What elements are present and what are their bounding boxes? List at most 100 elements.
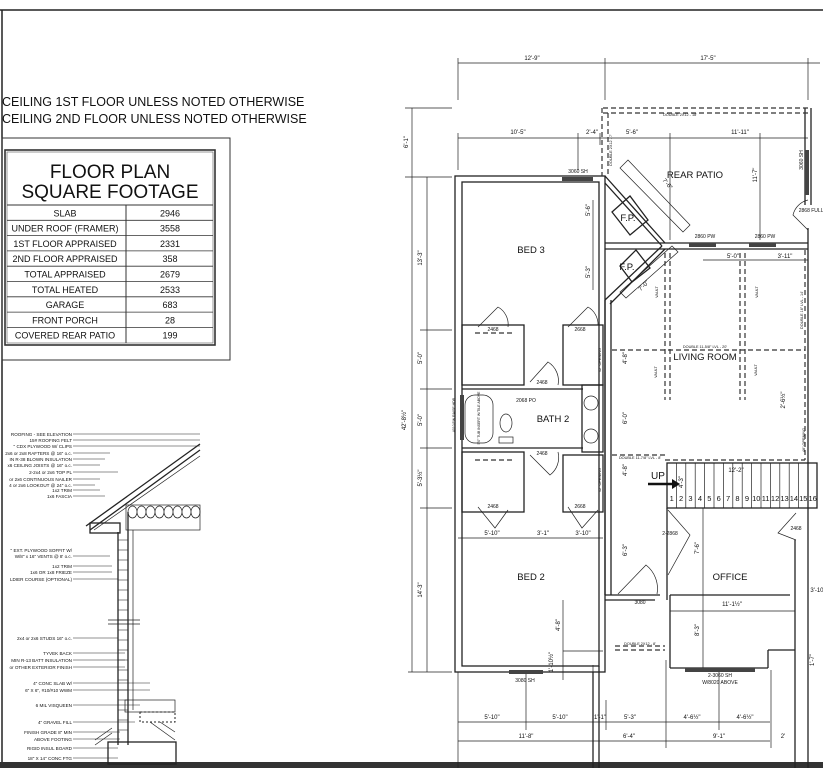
opening-label: 2468 (487, 327, 498, 333)
stair-step-number: 7 (726, 494, 730, 503)
dimension-label: 11'-7" (753, 168, 759, 183)
dimension-label: 5'-0" (418, 414, 424, 426)
dimension-label: 4'-8" (556, 619, 562, 631)
beam-label: VAULT (655, 285, 659, 297)
opening-label: 3080 (634, 600, 645, 606)
opening-label: 2468 (790, 526, 801, 532)
dimension-label: 2'-4" (586, 130, 598, 136)
room-label: BED 2 (517, 572, 544, 583)
dimension-label: 5'-3½" (417, 470, 424, 487)
room-label: REAR PATIO (667, 170, 723, 181)
table-row-label: TOTAL HEATED (32, 285, 99, 295)
ceiling-note-2nd-floor: CEILING 2ND FLOOR UNLESS NOTED OTHERWISE (2, 112, 307, 126)
beam-label: VAULT (654, 365, 658, 377)
wall-section-callout: W/8" x 16" VENTS @ 8' o.c. (15, 554, 72, 559)
stair-step-number: 12 (771, 494, 779, 503)
wall-section-callout: LDIER COURSE (OPTIONAL) (10, 577, 72, 582)
stair-step-number: 4 (698, 494, 702, 503)
table-row-value: 28 (165, 315, 175, 325)
wall-section-callout: 18" X 14" CONC FTG (28, 756, 73, 761)
stair-step-number: 16 (809, 494, 817, 503)
dimension-label: 5'-10" (552, 715, 567, 721)
dimension-label: 4'-6½" (684, 714, 701, 721)
opening-label: 2668 (574, 327, 585, 333)
dimension-label: 42'-8½" (401, 410, 408, 430)
dimension-label: 3'-10" (810, 588, 823, 594)
table-row-value: 2533 (160, 285, 180, 295)
stair-step-number: 9 (745, 494, 749, 503)
stair-step-number: 14 (790, 494, 798, 503)
stair-step-number: 11 (762, 494, 770, 503)
dimension-label: 3'-11" (778, 254, 793, 260)
beam-label: 42" OPENING (598, 348, 602, 372)
sheet-border (0, 9, 823, 768)
wall-section-callout: 1x2 TRIM (52, 564, 72, 569)
opening-label: 4010 PW RAISE HDR (452, 397, 456, 432)
dimension-label: 5'-6" (586, 204, 592, 216)
opening-label: 2868 FULL LITE (799, 208, 823, 214)
dimension-label: 6'-3" (623, 544, 629, 556)
wall-section-callout: x6 CEILING JOISTS @ 16" o.c. (7, 463, 72, 468)
room-label: BATH 2 (537, 414, 570, 425)
opening-label: 2468 (536, 451, 547, 457)
opening-label: 3060 SH (799, 150, 805, 170)
opening-label: 2-3060 SH (708, 673, 732, 679)
table-row-label: GARAGE (46, 300, 85, 310)
ceiling-note-1st-floor: CEILING 1ST FLOOR UNLESS NOTED OTHERWISE (2, 95, 304, 109)
opening-label: 5'0" TUB INSERT W/TILE ABOVE (477, 391, 481, 445)
wall-section-callout: 1x6 OR 1x8 FRIEZE (30, 570, 72, 575)
wall-section-callout: 2x6 or 2x8 RAFTERS @ 16" o.c. (5, 451, 72, 456)
beam-label: VAULT (754, 363, 758, 375)
table-row-label: UNDER ROOF (FRAMER) (12, 224, 119, 234)
beam-label: DOUBLE 2X12 - 8' (624, 642, 656, 646)
wall-section-callout: 6 MIL VISQUEEN (36, 703, 72, 708)
dimension-label: 9'-1" (713, 734, 725, 740)
wall-section-callout: TYVEK BACK (43, 651, 73, 656)
opening-label: 3080 SH (515, 678, 535, 684)
dimension-label: 4'-6½" (737, 714, 754, 721)
stair-step-number: 5 (707, 494, 711, 503)
wall-section-callout: FINISH GRADE 8" MIN (24, 730, 72, 735)
opening-label: 2468 (487, 504, 498, 510)
wall-section-callout: IN R-38 BLOWN INSULATION (10, 457, 72, 462)
beam-label: DOUBLE 2X12 - 7' (609, 134, 613, 166)
opening-label: 2860 PW (755, 234, 776, 240)
table-row-label: 1ST FLOOR APPRAISED (13, 239, 117, 249)
table-title-line2: SQUARE FOOTAGE (21, 182, 198, 203)
dimension-label: 6'-4" (623, 734, 635, 740)
room-label: F.P. (619, 262, 634, 273)
stair-up-arrow-icon (648, 479, 680, 489)
stair-step-number: 13 (780, 494, 788, 503)
dimension-label: 4'-8" (623, 464, 629, 476)
dimension-label: 5'-0" (418, 352, 424, 364)
dimension-label: 1'-1" (594, 715, 606, 721)
table-row-label: SLAB (53, 208, 76, 218)
dimension-label: 4'-3" (679, 476, 685, 488)
dimension-label: 11'-8" (519, 734, 534, 740)
dimension-label: 5'-0" (727, 254, 739, 260)
stair-step-number: 3 (688, 494, 692, 503)
table-row-value: 2946 (160, 208, 180, 218)
wall-section-callout: or OTHER EXTERIOR FINISH (9, 665, 72, 670)
beam-label: DOUBLE 2X12 - 18' (663, 113, 697, 117)
dimension-label: 11'-1½" (722, 601, 742, 608)
table-row-label: 2ND FLOOR APPRAISED (12, 254, 118, 264)
dimension-label: 13'-3" (418, 250, 424, 265)
dimension-label: 7'-0" (638, 280, 651, 293)
dimension-label: 12'-2" (728, 468, 743, 474)
wall-section-callout: 2-2x4 or 2x6 TOP PL (29, 470, 72, 475)
beam-label: DOUBLE 16" LVL - 14' (800, 291, 804, 329)
dimension-label: 2'-6½" (780, 392, 787, 409)
opening-label: 3060 SH (568, 169, 588, 175)
dimension-label: 1'-7" (810, 654, 816, 666)
beam-label: 48" OPENING (802, 428, 806, 452)
floor-plan (405, 58, 820, 768)
bath-fixtures (464, 394, 599, 444)
dimension-label: 10'-5" (510, 130, 525, 136)
wall-section-callout: 1x6 FASCIA (47, 494, 73, 499)
wall-section-callout: 15# ROOFING FELT (29, 438, 72, 443)
wall-section-callout: " CDX PLYWOOD W/ CLIPS (14, 444, 72, 449)
dimension-label: 1'-10½" (548, 652, 555, 672)
dimension-label: 6'-0" (623, 412, 629, 424)
